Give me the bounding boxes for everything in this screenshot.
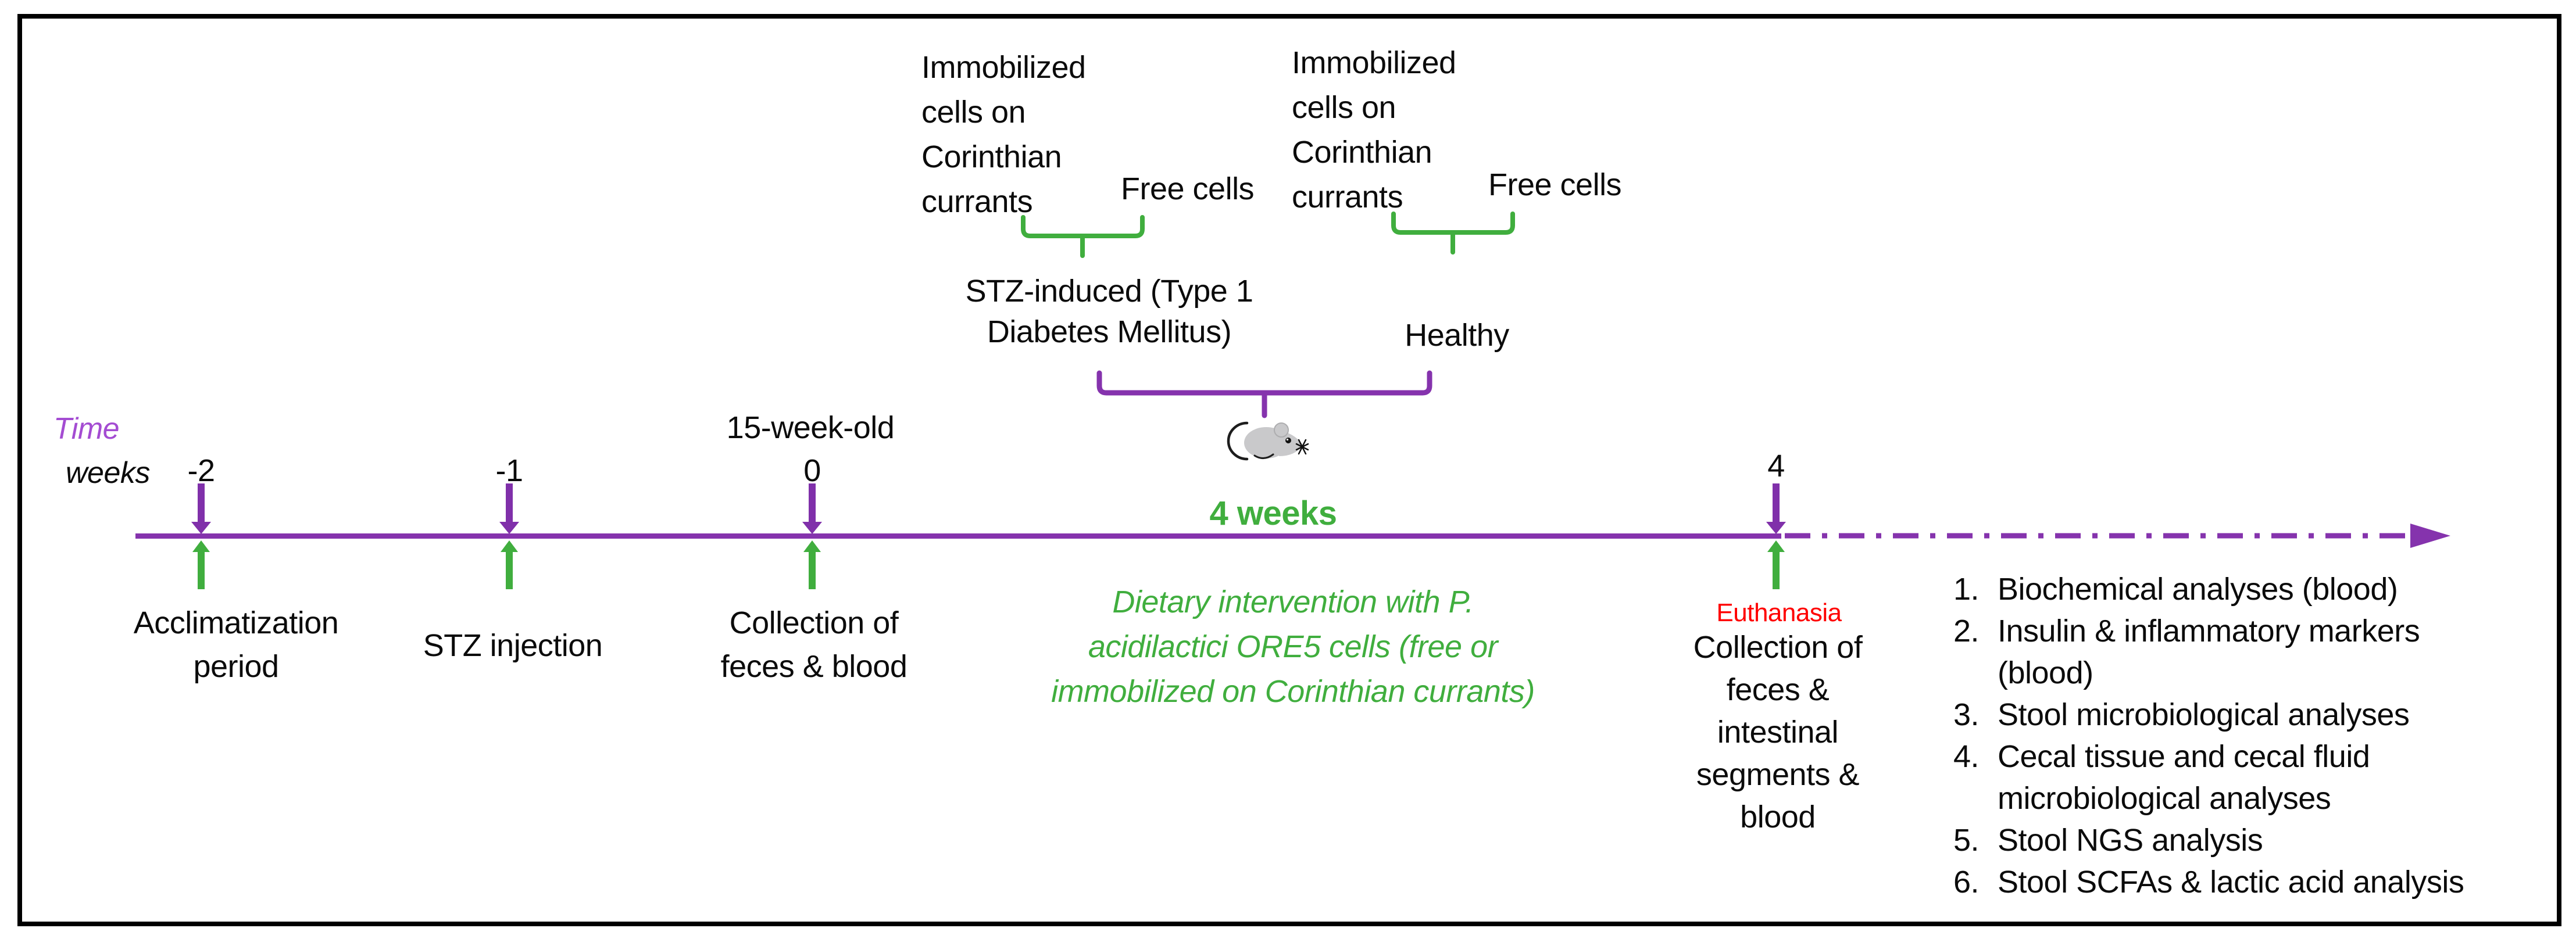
timeline-axis: [135, 533, 1781, 539]
text-line: (blood): [1998, 655, 2093, 690]
euthanasia-label: Euthanasia: [1716, 599, 1842, 627]
event-label-collection-week4: Collection of feces & intestinal segment…: [1693, 626, 1863, 838]
analysis-item: 3. Stool microbiological analyses: [1953, 694, 2464, 736]
underbrace-icon-healthy: [1391, 212, 1515, 255]
text-line: Immobilized: [1292, 45, 1456, 80]
tick-label-zero: 0: [803, 453, 821, 488]
age-note-label: 15-week-old: [726, 410, 895, 445]
tick-arrow-down-minus1: [499, 483, 519, 534]
list-number: 2.: [1953, 614, 1980, 648]
analysis-item: 5. Stool NGS analysis: [1953, 819, 2464, 861]
analyses-list: 1. Biochemical analyses (blood) 2. Insul…: [1953, 568, 2464, 903]
text-line: Stool SCFAs & lactic acid analysis: [1998, 865, 2464, 900]
text-line: segments &: [1696, 757, 1860, 792]
text-line: Biochemical analyses (blood): [1998, 572, 2398, 607]
text-line: intestinal: [1717, 715, 1839, 750]
list-number: 1.: [1953, 572, 1980, 607]
text-line: feces &: [1726, 672, 1830, 707]
text-line: Insulin & inflammatory markers: [1998, 614, 2420, 648]
text-line: Immobilized: [921, 50, 1086, 85]
text-line: blood: [1740, 800, 1816, 834]
text-line: Corinthian: [921, 139, 1062, 174]
text-line: period: [193, 649, 279, 684]
analysis-item: 4. Cecal tissue and cecal fluid: [1953, 736, 2464, 777]
weeks-axis-label: weeks: [66, 456, 150, 490]
text-line: immobilized on Corinthian currants): [1051, 674, 1535, 709]
analysis-item: 2. Insulin & inflammatory markers: [1953, 610, 2464, 652]
analysis-item-wrap: microbiological analyses: [1953, 777, 2464, 819]
tick-arrow-down-zero: [802, 483, 822, 534]
event-arrow-up-four: [1766, 540, 1786, 589]
text-line: microbiological analyses: [1998, 781, 2331, 816]
duration-label: 4 weeks: [1209, 494, 1337, 532]
groups-underbrace-icon: [1096, 370, 1432, 418]
list-number: 4.: [1953, 739, 1980, 774]
condition-label-diabetic: STZ-induced (Type 1 Diabetes Mellitus): [966, 271, 1253, 352]
time-axis-label: Time: [53, 412, 120, 446]
underbrace-icon-diabetic: [1021, 215, 1145, 258]
text-line: currants: [1292, 180, 1403, 214]
text-line: cells on: [921, 95, 1026, 130]
event-label-acclimatization: Acclimatization period: [134, 601, 339, 689]
text-line: acidilactici ORE5 cells (free or: [1088, 629, 1498, 664]
figure-frame: [17, 14, 2561, 926]
text-line: feces & blood: [720, 649, 908, 684]
text-line: currants: [921, 184, 1033, 219]
text-line: Stool microbiological analyses: [1998, 697, 2410, 732]
tick-label-four: 4: [1767, 449, 1785, 483]
event-arrow-up-minus2: [191, 540, 211, 589]
mouse-icon: [1227, 421, 1309, 461]
tick-label-minus2: -2: [187, 453, 215, 488]
immobilized-cells-label-healthy: Immobilized cells on Corinthian currants: [1292, 41, 1456, 220]
tick-label-minus1: -1: [495, 453, 523, 488]
analysis-item: 1. Biochemical analyses (blood): [1953, 568, 2464, 610]
analysis-item-wrap: (blood): [1953, 652, 2464, 694]
text-line: Diabetes Mellitus): [987, 314, 1232, 349]
text-line: Dietary intervention with P.: [1112, 585, 1474, 619]
event-arrow-up-minus1: [499, 540, 519, 589]
text-line: Collection of: [729, 605, 899, 640]
event-label-collection-week0: Collection of feces & blood: [721, 601, 908, 689]
list-number: 6.: [1953, 865, 1980, 900]
text-line: Collection of: [1693, 630, 1863, 665]
tick-arrow-down-minus2: [191, 483, 211, 534]
event-arrow-up-zero: [802, 540, 822, 589]
tick-arrow-down-four: [1766, 483, 1786, 534]
condition-label-healthy: Healthy: [1405, 318, 1509, 353]
list-number: 3.: [1953, 697, 1980, 732]
analysis-item: 6. Stool SCFAs & lactic acid analysis: [1953, 861, 2464, 903]
text-line: Cecal tissue and cecal fluid: [1998, 739, 2370, 774]
free-cells-label-diabetic: Free cells: [1121, 171, 1255, 206]
text-line: STZ-induced (Type 1: [965, 274, 1253, 309]
text-line: Corinthian: [1292, 135, 1432, 170]
text-line: cells on: [1292, 90, 1396, 125]
timeline-continuation-arrow: [1785, 524, 2450, 548]
immobilized-cells-label-diabetic: Immobilized cells on Corinthian currants: [921, 45, 1086, 224]
text-line: Acclimatization: [133, 605, 339, 640]
free-cells-label-healthy: Free cells: [1488, 167, 1622, 202]
text-line: Stool NGS analysis: [1998, 823, 2263, 858]
list-number: 5.: [1953, 823, 1980, 858]
intervention-note: Dietary intervention with P. acidilactic…: [1051, 580, 1535, 714]
event-label-stz-injection: STZ injection: [423, 628, 603, 663]
